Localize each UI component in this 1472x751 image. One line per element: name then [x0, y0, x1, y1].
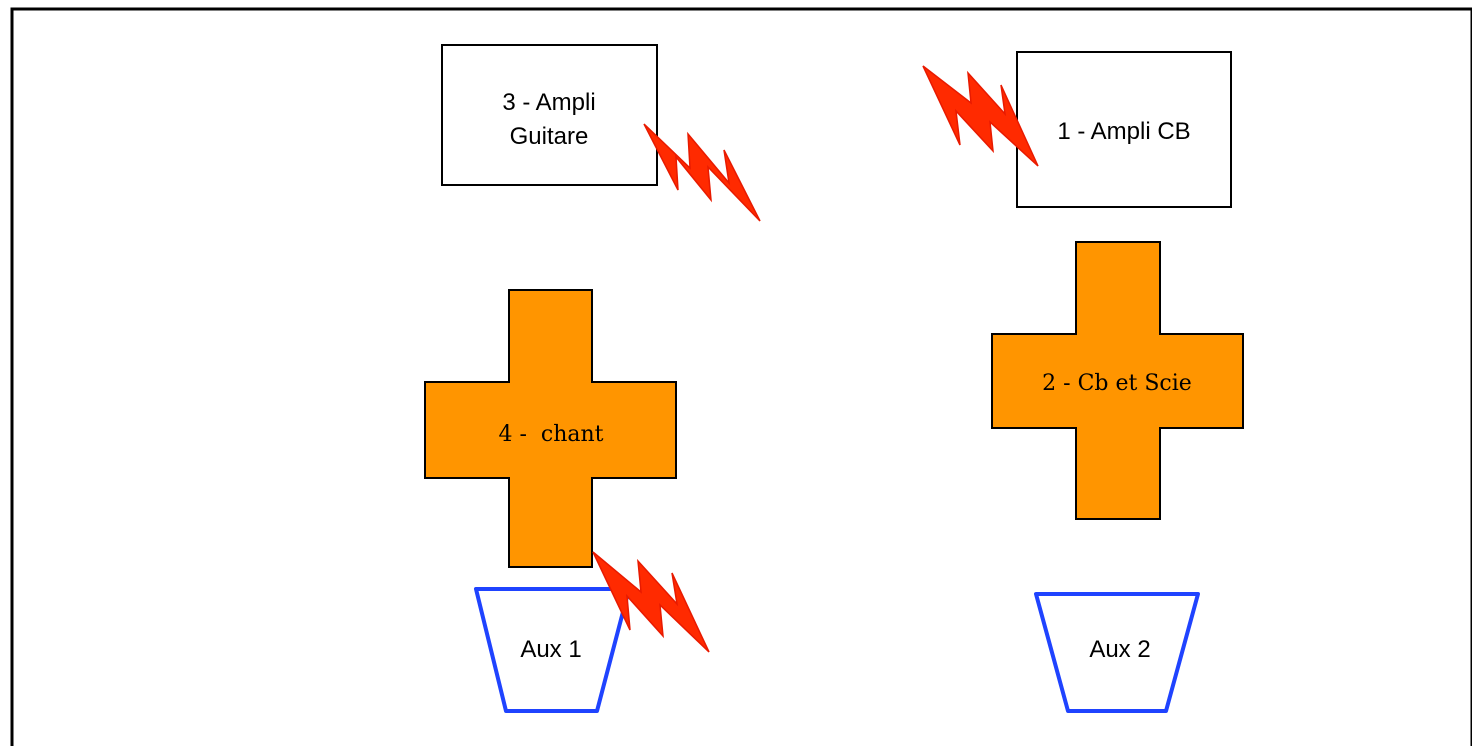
lightning-bolt-icon	[592, 551, 710, 653]
guitar-amp-box	[441, 44, 658, 186]
guitar-amp-label-line2: Guitare	[510, 123, 589, 150]
stage-frame	[10, 7, 1472, 751]
aux1-label: Aux 1	[520, 636, 581, 663]
bass-amp-box	[1016, 51, 1232, 208]
aux1-wedge-shape	[474, 587, 631, 713]
aux2-monitor[interactable]: Aux 2	[1034, 592, 1200, 713]
aux2-label: Aux 2	[1089, 636, 1150, 663]
vocals-cross-shape	[424, 289, 677, 568]
aux2-wedge-shape	[1034, 592, 1200, 713]
vocals-position[interactable]: 4 - chant	[424, 289, 677, 568]
lightning-bolt-icon	[643, 123, 761, 222]
bass-saw-position[interactable]: 2 - Cb et Scie	[991, 241, 1244, 520]
bass-saw-cross-shape	[991, 241, 1244, 520]
bass-amp[interactable]: 1 - Ampli CB	[1016, 51, 1232, 208]
aux1-monitor[interactable]: Aux 1	[474, 587, 631, 713]
guitar-amp-label-line1: 3 - Ampli	[502, 89, 595, 116]
lightning-bolt-icon	[922, 65, 1039, 167]
guitar-amp[interactable]: 3 - Ampli Guitare	[441, 44, 658, 186]
vocals-label: 4 - chant	[498, 422, 603, 447]
bass-amp-label: 1 - Ampli CB	[1057, 118, 1190, 145]
bass-saw-label: 2 - Cb et Scie	[1042, 371, 1192, 396]
